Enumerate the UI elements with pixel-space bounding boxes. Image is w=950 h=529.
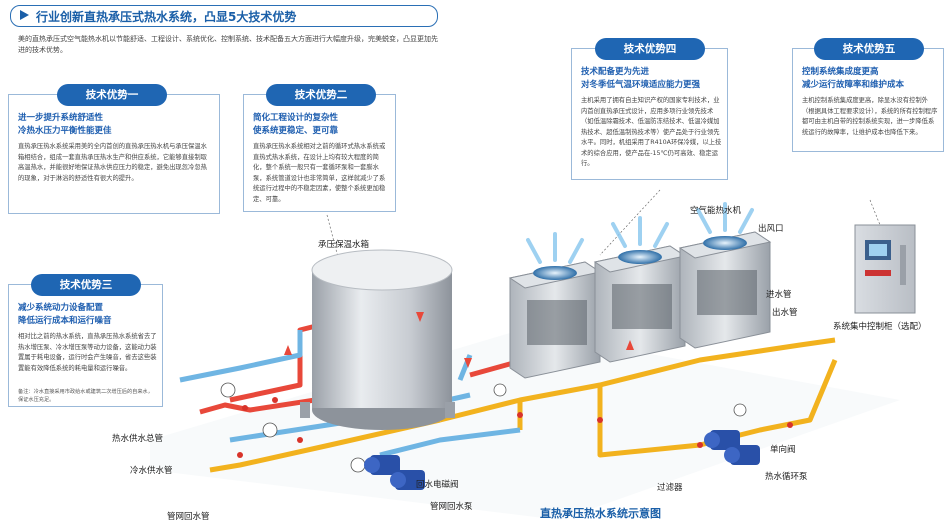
leader-lines bbox=[326, 189, 881, 266]
advantage-card-4: 技术优势四 技术配备更为先进 对冬季低气温环境适应能力更强 主机采用了拥有自主知… bbox=[571, 38, 728, 180]
advantage-subtitle-1b: 冷热水压力平衡性能更佳 bbox=[18, 126, 112, 136]
advantage-tag-2: 技术优势二 bbox=[266, 84, 376, 106]
header-bar bbox=[0, 5, 440, 27]
circulation-pumps bbox=[704, 430, 760, 465]
diagram-caption: 直热承压热水系统示意图 bbox=[540, 507, 661, 520]
advantage-subtitle-3b: 降低运行成本和运行噪音 bbox=[18, 316, 112, 326]
advantage-subtitle-4a: 技术配备更为先进 bbox=[581, 67, 650, 77]
label-outlet-pipe: 出水管 bbox=[772, 308, 798, 318]
advantage-body-4: 主机采用了拥有自主知识产权的国家专利技术，业内首创直热承压式设计，应用多项行业领… bbox=[581, 97, 722, 167]
flow-arrows bbox=[284, 312, 634, 368]
advantage-card-3: 技术优势三 减少系统动力设备配置 降低运行成本和运行噪音 相对比之前的热水系统，… bbox=[8, 274, 163, 407]
advantage-body-2: 直热承压热水系统相对之前的循环式热水系统或直热式热水系统，在设计上均有较大程度的… bbox=[253, 143, 386, 203]
header-pill bbox=[10, 5, 438, 27]
control-cabinet bbox=[854, 224, 916, 314]
label-cold-main: 冷水供水管 bbox=[130, 466, 173, 476]
return-pumps bbox=[364, 455, 425, 490]
advantage-body-5: 主机控制系统集成度更高，除显水没有控制外（根据具体工程要求设计），系统的所有控制… bbox=[802, 97, 938, 136]
storage-tank bbox=[300, 249, 455, 430]
advantage-subtitle-1a: 进一步提升系统舒适性 bbox=[18, 113, 104, 123]
airflow-arrows bbox=[526, 202, 754, 264]
advantage-tag-4: 技术优势四 bbox=[595, 38, 705, 60]
advantage-card-2: 技术优势二 简化工程设计的复杂性 使系统更稳定、更可靠 直热承压热水系统相对之前… bbox=[243, 84, 396, 212]
label-inlet-pipe: 进水管 bbox=[766, 290, 792, 300]
label-heatpump: 空气能热水机 bbox=[690, 206, 742, 216]
label-filter: 过滤器 bbox=[657, 483, 683, 493]
label-check-valve: 单向阀 bbox=[770, 445, 796, 455]
heat-pump-units bbox=[508, 231, 772, 379]
advantage-subtitle-5a: 控制系统集成度更高 bbox=[802, 67, 879, 77]
advantage-subtitle-2b: 使系统更稳定、更可靠 bbox=[253, 126, 339, 136]
advantage-subtitle-4b: 对冬季低气温环境适应能力更强 bbox=[581, 80, 701, 90]
advantage-subtitle-3a: 减少系统动力设备配置 bbox=[18, 303, 104, 313]
advantage-body-1: 直热承压热水系统采用美的全内首创的直热承压热水机与承压保温水箱相结合，组成一套直… bbox=[18, 143, 207, 182]
advantage-card-5: 技术优势五 控制系统集成度更高 减少运行故障率和维护成本 主机控制系统集成度更高… bbox=[792, 38, 944, 152]
advantage-subtitle-5b: 减少运行故障率和维护成本 bbox=[802, 80, 905, 90]
label-return-main: 管网回水管 bbox=[167, 512, 210, 522]
label-outlet-air: 出风口 bbox=[758, 224, 784, 234]
advantage-body-3: 相对比之前的热水系统，直热承压热水系统省去了热水增压泵、冷水增压泵等动力设备，这… bbox=[18, 333, 157, 372]
label-hot-main: 热水供水总管 bbox=[112, 434, 164, 444]
page-title: 行业创新直热承压式热水系统，凸显5大技术优势 bbox=[36, 10, 297, 24]
label-controller: 系统集中控制柜（选配） bbox=[833, 322, 927, 332]
floor-plane bbox=[150, 330, 900, 520]
header-arrow-icon bbox=[20, 10, 29, 20]
advantage-card-1: 技术优势一 进一步提升系统舒适性 冷热水压力平衡性能更佳 直热承压热水系统采用美… bbox=[8, 84, 220, 214]
pressure-gauges bbox=[220, 382, 747, 473]
advantage-note-3: 备注：冷水直接采用市政给水或建筑二次增压后的自来水，保证水压充足。 bbox=[18, 389, 153, 403]
advantage-tag-3: 技术优势三 bbox=[31, 274, 141, 296]
intro-text: 美的直热承压式空气能热水机以节能舒适、工程设计、系统优化、控制系统、技术配备五大… bbox=[18, 35, 438, 54]
advantage-tag-1: 技术优势一 bbox=[57, 84, 167, 106]
advantage-subtitle-2a: 简化工程设计的复杂性 bbox=[253, 113, 339, 123]
label-circ-pump: 热水循环泵 bbox=[765, 472, 808, 482]
advantage-tag-5: 技术优势五 bbox=[814, 38, 924, 60]
label-return-pump: 管网回水泵 bbox=[430, 502, 473, 512]
label-return-valve: 回水电磁阀 bbox=[416, 480, 459, 490]
label-tank: 承压保温水箱 bbox=[318, 240, 370, 250]
